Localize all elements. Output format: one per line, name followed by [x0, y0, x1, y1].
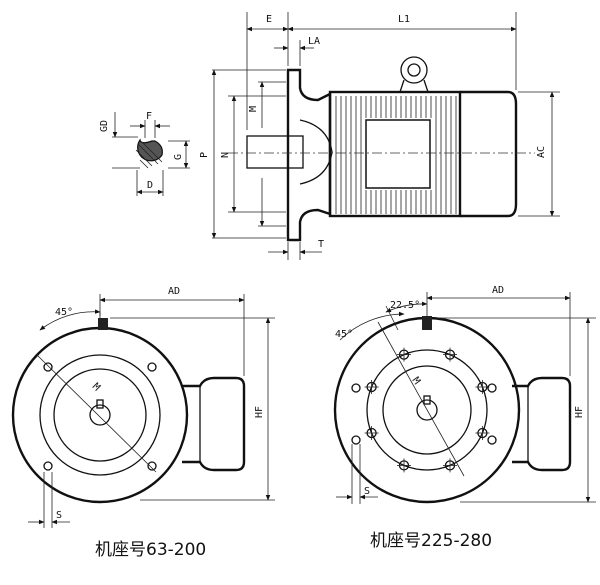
dim-label-AD: AD — [492, 285, 504, 296]
bolt-hole — [487, 383, 497, 393]
cooling-fins — [335, 96, 457, 214]
shaft — [246, 135, 304, 169]
angle-label-inner: 22.5° — [390, 300, 420, 311]
bolt-hole — [351, 435, 361, 445]
bolt-symbol — [364, 380, 379, 394]
dim-label-HF: HF — [574, 406, 585, 418]
caption-frame-225-280: 机座号225-280 — [370, 531, 492, 551]
dim-label-P: P — [199, 152, 210, 158]
caption-frame-63-200: 机座号63-200 — [95, 540, 206, 560]
shaft-end — [416, 399, 438, 421]
dim-label-AC: AC — [536, 146, 547, 158]
dim-label-N: N — [220, 152, 231, 158]
dim-label-AD: AD — [168, 286, 180, 297]
flange-bolt-holes — [364, 347, 490, 473]
dim-label-E: E — [266, 14, 272, 25]
dim-label-M: M — [90, 381, 102, 393]
bearing-dome — [299, 119, 333, 185]
motor-body — [328, 90, 462, 218]
dim-label-T: T — [318, 239, 324, 250]
lifting-lug-front — [98, 318, 108, 330]
bolt-circle — [366, 349, 488, 471]
dim-label-D: D — [147, 180, 153, 191]
dim-label-G: G — [173, 154, 184, 160]
side-view: E L1 LA AC P N M T — [199, 12, 560, 260]
flange-outline — [11, 326, 189, 504]
dim-label-F: F — [146, 111, 152, 122]
shaft-end — [89, 404, 111, 426]
dim-label-S: S — [364, 486, 370, 497]
spigot-inner-circle — [53, 368, 147, 462]
bolt-symbol — [397, 458, 411, 473]
dim-label-M: M — [248, 106, 259, 112]
bolt-hole — [487, 435, 497, 445]
lifting-eye — [399, 56, 429, 93]
dim-label-S: S — [56, 510, 62, 521]
bolt-symbol — [364, 426, 379, 440]
dim-label-M: M — [410, 375, 422, 386]
bolt-symbol — [475, 426, 490, 440]
spigot-inner-circle — [382, 365, 472, 455]
bolt-hole — [147, 362, 157, 372]
angle-label-outer: 45° — [335, 329, 353, 340]
dim-label-L1: L1 — [398, 14, 410, 25]
dim-label-LA: LA — [308, 36, 320, 47]
bolt-hole — [351, 383, 361, 393]
dim-label-GD: GD — [99, 120, 110, 132]
front-view-small: 45° M AD HF S 机座号63-200 — [11, 286, 275, 560]
front-view-large: 45° 22.5° M AD HF S 机座号225-280 — [333, 285, 596, 551]
bolt-hole — [43, 362, 53, 372]
shaft-section: F GD G D — [99, 111, 190, 196]
bolt-symbol — [475, 380, 490, 394]
terminal-box-front — [182, 376, 246, 472]
angle-label: 45° — [55, 307, 73, 318]
bolt-symbol — [443, 347, 457, 362]
dim-label-HF: HF — [254, 406, 265, 418]
terminal-box-front — [512, 376, 572, 472]
flange — [286, 68, 332, 242]
bolt-hole — [43, 461, 53, 471]
bolt-symbol — [443, 458, 457, 473]
lifting-lug-front — [422, 316, 432, 330]
spigot-circle — [39, 354, 161, 476]
terminal-box — [365, 119, 431, 189]
bolt-symbol — [397, 347, 411, 362]
bolt-hole — [147, 461, 157, 471]
fan-cover — [460, 90, 518, 218]
